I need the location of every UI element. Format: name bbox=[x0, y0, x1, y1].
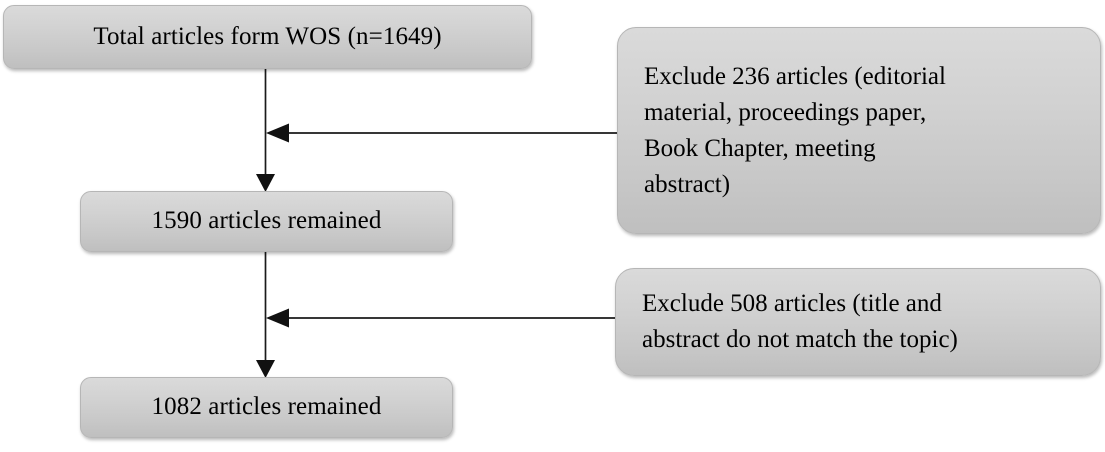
node-exclude-508: Exclude 508 articles (title and abstract… bbox=[615, 268, 1101, 376]
node-remained-1082-label: 1082 articles remained bbox=[151, 393, 382, 421]
connector-1590-to-1082 bbox=[256, 252, 275, 378]
node-remained-1590: 1590 articles remained bbox=[80, 191, 453, 252]
node-exclude-508-label: Exclude 508 articles (title and abstract… bbox=[642, 290, 958, 353]
connector-total-to-1590 bbox=[256, 69, 275, 192]
node-total-articles-label: Total articles form WOS (n=1649) bbox=[93, 22, 442, 50]
connector-exclude236-to-flow bbox=[266, 123, 617, 143]
node-remained-1590-label: 1590 articles remained bbox=[151, 207, 382, 235]
node-exclude-236: Exclude 236 articles (editorial material… bbox=[617, 27, 1101, 234]
node-remained-1082: 1082 articles remained bbox=[80, 377, 453, 438]
node-total-articles: Total articles form WOS (n=1649) bbox=[3, 5, 532, 69]
node-exclude-236-label: Exclude 236 articles (editorial material… bbox=[644, 62, 946, 198]
connector-exclude508-to-flow bbox=[266, 308, 615, 328]
